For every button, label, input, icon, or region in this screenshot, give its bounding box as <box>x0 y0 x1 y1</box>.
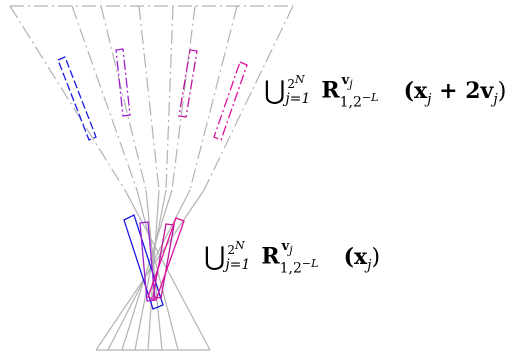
expr-mid: + 2v <box>431 77 494 104</box>
solid-cone-lines <box>95 189 211 351</box>
union-lower: j=1 <box>285 91 311 107</box>
solid-line <box>121 189 173 351</box>
union-upper-sup: N <box>234 239 245 252</box>
expr-j2: j <box>493 90 498 107</box>
dashdot-line <box>189 5 238 191</box>
translated-rectangles <box>57 48 248 141</box>
translated-rect-pink <box>213 61 248 141</box>
expr-open: (x <box>343 243 368 270</box>
original-rectangles <box>123 214 185 310</box>
set-sub-sup: −L <box>301 257 319 270</box>
set-symbol: R <box>261 243 280 270</box>
dashdot-line <box>9 5 126 191</box>
set-sup: v <box>341 73 350 88</box>
expr-close: ) <box>371 244 381 270</box>
expr-open: (x <box>403 77 428 104</box>
set-symbol: R <box>321 77 340 104</box>
expr-close: ) <box>497 78 507 104</box>
solid-line <box>95 189 205 351</box>
union-lower: j=1 <box>225 257 251 273</box>
union-symbol: ⋃ <box>264 76 286 106</box>
dashdot-line <box>203 5 294 191</box>
dashdot-line <box>100 5 147 191</box>
dashdot-line <box>171 5 196 191</box>
dashdot-cone-lines <box>9 5 294 191</box>
set-scripts: vj 1,2−L <box>279 240 344 277</box>
set-sub: 1,2 <box>339 94 362 111</box>
dashdot-line <box>71 5 138 191</box>
solid-line <box>124 189 211 351</box>
set-sub: 1,2 <box>279 260 302 277</box>
expr-j: j <box>427 90 432 107</box>
union-symbol: ⋃ <box>204 242 226 272</box>
dashdot-line <box>165 5 174 191</box>
set-sup-sub: j <box>289 243 293 257</box>
union-upper: 2 <box>287 77 295 91</box>
original-rect-blue <box>123 214 164 310</box>
dashdot-line <box>138 5 160 191</box>
expr-j: j <box>367 256 372 273</box>
solid-line <box>107 189 191 351</box>
set-sub-sup: −L <box>361 91 379 104</box>
translated-rect-blue <box>57 56 97 141</box>
original-rect-magenta <box>152 223 175 299</box>
union-upper: 2 <box>227 243 235 257</box>
original-rect-pink <box>147 217 185 301</box>
solid-line <box>147 189 160 351</box>
translated-rect-magenta <box>178 49 198 118</box>
set-scripts: vj 1,2−L <box>339 74 404 111</box>
set-sup-sub: j <box>349 77 353 91</box>
union-upper-sup: N <box>294 73 305 86</box>
set-sup: v <box>281 239 290 254</box>
translated-rect-purple <box>115 48 131 117</box>
